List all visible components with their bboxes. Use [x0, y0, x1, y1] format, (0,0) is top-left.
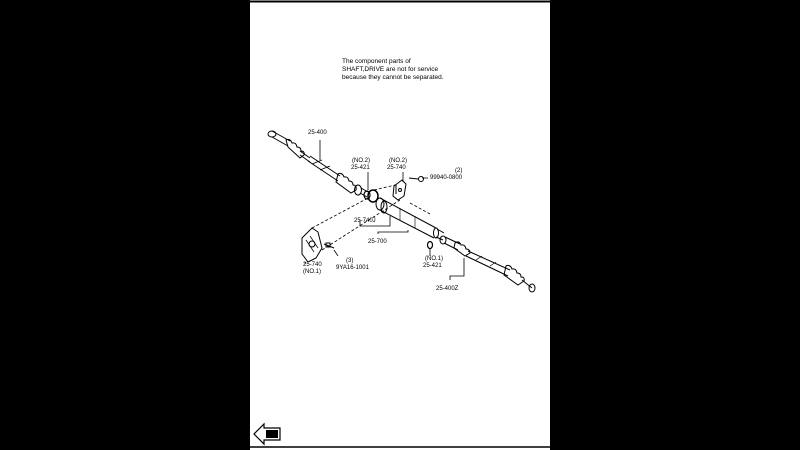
service-note: The component parts of SHAFT,DRIVE are n… — [342, 58, 512, 82]
leader-lines — [304, 140, 465, 280]
label-25-400: 25-400 — [308, 130, 327, 136]
label-no2-b: (NO.2) — [389, 158, 407, 164]
bracket-no1 — [301, 227, 335, 263]
alignment-dashes — [311, 184, 431, 251]
label-9ya16-1001: 9YA16-1001 — [336, 265, 369, 271]
bracket-no2 — [392, 176, 424, 201]
intermediate-shaft — [375, 197, 445, 241]
note-line-3: because they cannot be separated. — [342, 74, 444, 81]
label-qty-2: (2) — [455, 168, 463, 174]
note-line-1: The component parts of — [342, 58, 411, 65]
label-99940-0800: 99940-0800 — [430, 175, 463, 181]
drive-shaft-exploded-view — [250, 0, 550, 448]
label-25-740-a: 25-740 — [387, 165, 406, 171]
circlip-no1 — [426, 240, 434, 250]
parts-diagram-sheet: The component parts of SHAFT,DRIVE are n… — [250, 0, 550, 450]
bearing-25-740j — [380, 200, 388, 214]
label-25-421-a: 25-421 — [351, 165, 370, 171]
left-drive-shaft — [267, 130, 369, 198]
label-25-421-b: 25-421 — [423, 263, 442, 269]
note-line-2: SHAFT,DRIVE are not for service — [342, 66, 439, 73]
label-25-400z: 25-400Z — [436, 286, 459, 292]
front-arrow-icon — [253, 422, 281, 446]
label-25-740-b: 25-740 — [303, 262, 322, 268]
label-no1-a: (NO.1) — [303, 269, 321, 275]
label-25-700: 25-700 — [368, 239, 387, 245]
right-drive-shaft — [439, 235, 536, 293]
label-25-740j: 25-740J — [354, 218, 376, 224]
label-no2-a: (NO.2) — [352, 158, 370, 164]
label-qty-3: (3) — [346, 258, 354, 264]
label-no1-b: (NO.1) — [425, 256, 443, 262]
